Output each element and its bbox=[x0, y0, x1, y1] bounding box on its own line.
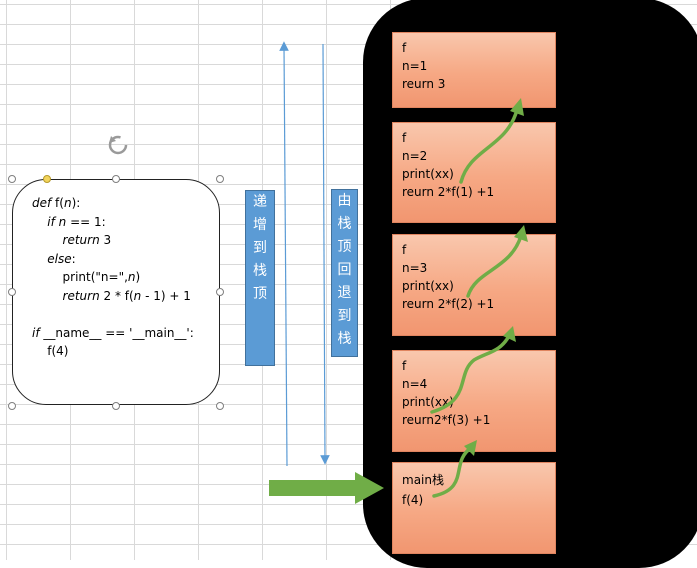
code-token: n bbox=[133, 288, 142, 303]
frame-line: f bbox=[402, 243, 407, 257]
resize-handle-left[interactable] bbox=[8, 288, 16, 296]
code-token: else bbox=[47, 251, 72, 266]
code-token: n bbox=[63, 196, 72, 210]
frame-line: print(xx) bbox=[402, 167, 454, 181]
code-shape[interactable]: def f(n): if n == 1: return 3 else: prin… bbox=[12, 179, 220, 405]
frame-line: f bbox=[402, 359, 407, 373]
arrowhead bbox=[464, 440, 477, 456]
frame-line: n=4 bbox=[402, 377, 428, 391]
adjust-handle[interactable] bbox=[43, 175, 51, 183]
code-token: print("n=", bbox=[32, 270, 128, 284]
code-token: 3 bbox=[99, 233, 112, 247]
frame-line: main栈 bbox=[402, 473, 444, 487]
code-token: __name__ == '__main__': bbox=[39, 325, 194, 340]
code-token: ): bbox=[71, 196, 81, 210]
label-char: 到 bbox=[337, 308, 352, 324]
label-char: 退 bbox=[337, 285, 352, 301]
push-arrow-line bbox=[279, 41, 289, 467]
label-push-to-top: 递 增 到 栈 顶 bbox=[245, 190, 275, 366]
stack-frame-n4: f n=4 print(xx) reurn2*f(3) +1 bbox=[392, 350, 556, 452]
label-char: 增 bbox=[253, 217, 267, 233]
rotate-handle-icon[interactable] bbox=[108, 135, 128, 155]
frame-line: reurn 3 bbox=[402, 77, 446, 91]
code-line: if __name__ == '__main__': bbox=[32, 324, 219, 343]
code-token: if bbox=[47, 214, 55, 229]
resize-handle-right[interactable] bbox=[216, 288, 224, 296]
code-token: == 1: bbox=[66, 214, 106, 229]
code-token: f( bbox=[51, 196, 64, 210]
frame-line: print(xx) bbox=[402, 395, 454, 409]
code-line: return 3 bbox=[32, 231, 219, 250]
label-char: 递 bbox=[253, 194, 267, 210]
code-line: else: bbox=[32, 250, 219, 269]
code-token: if bbox=[32, 325, 40, 340]
resize-handle-top-right[interactable] bbox=[216, 175, 224, 183]
frame-line: print(xx) bbox=[402, 279, 454, 293]
stack-frame-main: main栈 f(4) bbox=[392, 462, 556, 554]
label-char: 顶 bbox=[253, 286, 267, 302]
code-line: def f(n): bbox=[32, 194, 219, 213]
arrowhead bbox=[510, 98, 524, 116]
call-entry-arrow bbox=[269, 472, 384, 504]
frame-line: n=2 bbox=[402, 149, 428, 163]
code-token: n bbox=[127, 270, 136, 284]
frame-line: reurn 2*f(2) +1 bbox=[402, 297, 495, 311]
stack-frame-n1: f n=1 reurn 3 bbox=[392, 32, 556, 108]
resize-handle-top[interactable] bbox=[112, 175, 120, 183]
frame-line: f bbox=[402, 131, 407, 145]
pop-arrow-line bbox=[320, 43, 330, 465]
code-line: f(4) bbox=[32, 342, 219, 361]
arrowhead bbox=[514, 225, 528, 242]
frame-line: n=1 bbox=[402, 59, 428, 73]
call-arrow-n2-to-n1 bbox=[459, 108, 519, 184]
frame-line: f bbox=[402, 41, 407, 55]
frame-line: f(4) bbox=[402, 493, 424, 507]
label-char: 栈 bbox=[337, 331, 352, 347]
code-token: return bbox=[62, 233, 100, 247]
label-pop-from-top: 由 栈 顶 回 退 到 栈 bbox=[331, 189, 358, 357]
code-token: : bbox=[71, 251, 76, 266]
resize-handle-bottom-left[interactable] bbox=[8, 402, 16, 410]
frame-line: reurn 2*f(1) +1 bbox=[402, 185, 495, 199]
code-token: f(4) bbox=[32, 344, 69, 358]
code-token: return bbox=[62, 288, 100, 303]
code-token: - 1) + 1 bbox=[141, 288, 191, 303]
call-arrow-n3-to-n2 bbox=[466, 234, 523, 298]
resize-handle-bottom[interactable] bbox=[112, 402, 120, 410]
call-arrow-main-to-n4 bbox=[432, 446, 473, 498]
label-char: 顶 bbox=[337, 239, 352, 255]
label-char: 回 bbox=[337, 262, 352, 278]
frame-line: n=3 bbox=[402, 261, 428, 275]
label-char: 栈 bbox=[337, 216, 352, 232]
frame-line: reurn2*f(3) +1 bbox=[402, 413, 491, 427]
stack-frame-n2: f n=2 print(xx) reurn 2*f(1) +1 bbox=[392, 122, 556, 223]
resize-handle-top-left[interactable] bbox=[8, 175, 16, 183]
code-token: 2 * f( bbox=[99, 288, 134, 303]
code-token: n bbox=[58, 214, 67, 229]
code-line: print("n=",n) bbox=[32, 268, 219, 287]
label-char: 到 bbox=[253, 240, 267, 256]
label-char: 由 bbox=[337, 193, 352, 209]
code-token: ) bbox=[135, 270, 141, 284]
code-token: def bbox=[32, 196, 52, 210]
arrowhead bbox=[503, 326, 516, 342]
resize-handle-bottom-right[interactable] bbox=[216, 402, 224, 410]
code-line: return 2 * f(n - 1) + 1 bbox=[32, 287, 219, 306]
code-line: if n == 1: bbox=[32, 213, 219, 232]
call-arrow-n4-to-n3 bbox=[430, 334, 511, 414]
label-char: 栈 bbox=[253, 263, 267, 279]
